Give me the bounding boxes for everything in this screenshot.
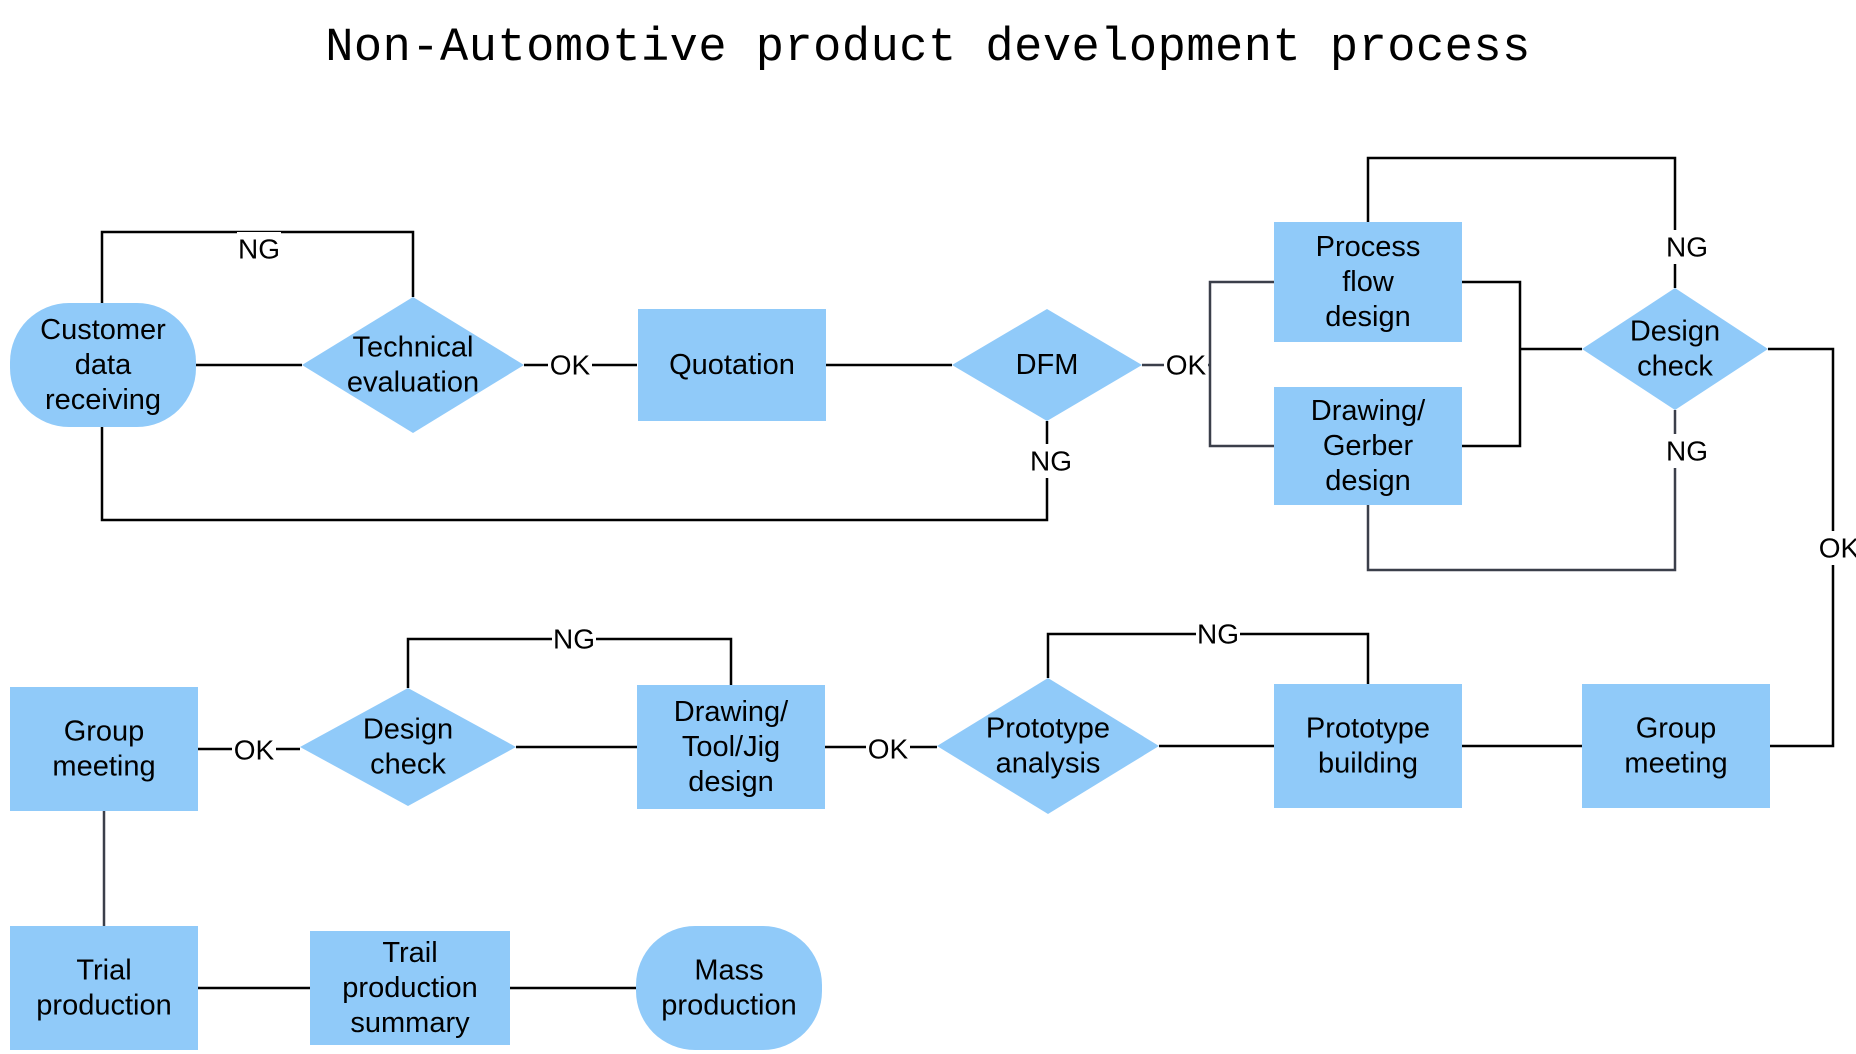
node-label-line: data bbox=[75, 349, 132, 381]
edge-label-ng: NG bbox=[238, 234, 280, 265]
process-shape bbox=[310, 931, 510, 1045]
edge-label-ok: OK bbox=[1166, 350, 1207, 381]
terminal-shape bbox=[10, 303, 196, 427]
node-label-line: design bbox=[1325, 301, 1410, 333]
node-quotation: Quotation bbox=[638, 309, 826, 421]
process-shape bbox=[638, 309, 826, 421]
node-label-line: Prototype bbox=[1306, 713, 1430, 745]
decision-shape bbox=[302, 297, 524, 433]
node-label-line: production bbox=[36, 990, 171, 1022]
node-label-line: Mass bbox=[694, 955, 763, 987]
process-shape bbox=[1582, 684, 1770, 808]
connectors bbox=[100, 156, 1835, 990]
node-label-line: Drawing/ bbox=[1311, 395, 1426, 427]
process-shape bbox=[1274, 222, 1462, 342]
process-shape bbox=[1274, 684, 1462, 808]
node-label-line: meeting bbox=[52, 751, 155, 783]
node-label-line: Prototype bbox=[986, 713, 1110, 745]
node-label-line: analysis bbox=[996, 748, 1101, 780]
edge-label-bg bbox=[1196, 617, 1240, 651]
process-shape bbox=[10, 926, 198, 1050]
connector-to-design-check-1 bbox=[1462, 280, 1582, 448]
node-label-line: production bbox=[661, 990, 796, 1022]
edge-label-bg bbox=[1665, 434, 1709, 468]
node-dfm: DFM bbox=[952, 309, 1142, 421]
edge-label-bg bbox=[866, 732, 910, 766]
node-label-line: production bbox=[342, 972, 477, 1004]
edge-label-ng: NG bbox=[1030, 446, 1072, 477]
edge-label-bg bbox=[552, 622, 596, 656]
edge-label-bg bbox=[1164, 348, 1208, 382]
node-label-line: check bbox=[1637, 351, 1713, 383]
process-shape bbox=[637, 685, 825, 809]
node-label-line: Gerber bbox=[1323, 430, 1414, 462]
connector-dfm-ok bbox=[1142, 280, 1274, 448]
edge-label-bg bbox=[237, 232, 281, 266]
node-label-line: Group bbox=[64, 716, 145, 748]
decision-shape bbox=[952, 309, 1142, 421]
edge-label-bg bbox=[232, 733, 276, 767]
edge-label-ng: NG bbox=[1666, 436, 1708, 467]
node-label-line: Tool/Jig bbox=[682, 731, 780, 763]
edge-label-bg bbox=[1817, 531, 1856, 565]
node-label-line: Group bbox=[1636, 713, 1717, 745]
node-label-line: Drawing/ bbox=[674, 696, 789, 728]
edge-label-ng: NG bbox=[1666, 232, 1708, 263]
node-label-line: Quotation bbox=[669, 349, 795, 381]
edge-label-bg bbox=[1029, 444, 1073, 478]
connector-design-check-1-ng-bottom bbox=[1366, 410, 1677, 572]
edge-label-ok: OK bbox=[868, 734, 909, 765]
node-label-line: receiving bbox=[45, 384, 161, 416]
connector-dfm-ng bbox=[100, 421, 1049, 522]
node-label-line: check bbox=[370, 749, 446, 781]
node-label-line: Trail bbox=[382, 937, 437, 969]
decision-shape bbox=[300, 688, 516, 806]
edge-label-ng: NG bbox=[1197, 619, 1239, 650]
node-label-line: building bbox=[1318, 748, 1418, 780]
connector-design-check-1-ng-top bbox=[1366, 156, 1677, 288]
node-label-line: DFM bbox=[1016, 349, 1079, 381]
process-shape bbox=[1274, 387, 1462, 505]
edge-label-bg bbox=[1665, 230, 1709, 264]
edge-label-bg bbox=[548, 348, 592, 382]
node-label-line: design bbox=[1325, 465, 1410, 497]
node-label-line: Process bbox=[1316, 231, 1421, 263]
node-label-line: Customer bbox=[40, 314, 166, 346]
node-label-line: Design bbox=[363, 714, 453, 746]
edge-label-ok: OK bbox=[234, 735, 275, 766]
node-label-line: summary bbox=[350, 1007, 470, 1039]
diagram-title: Non-Automotive product development proce… bbox=[325, 22, 1531, 75]
node-label-line: Design bbox=[1630, 316, 1720, 348]
edge-label-ok: OK bbox=[550, 350, 591, 381]
node-label-line: evaluation bbox=[347, 367, 479, 399]
terminal-shape bbox=[636, 926, 822, 1050]
node-label-line: meeting bbox=[1624, 748, 1727, 780]
edge-label-ng: NG bbox=[553, 624, 595, 655]
process-shape bbox=[10, 687, 198, 811]
node-label-line: Trial bbox=[76, 955, 131, 987]
node-label-line: design bbox=[688, 766, 773, 798]
node-label-line: flow bbox=[1342, 266, 1395, 298]
edge-labels: NG OK NG OK NG NG OK NG OK NG OK bbox=[232, 230, 1856, 767]
node-label-line: Technical bbox=[353, 332, 474, 364]
edge-label-ok: OK bbox=[1819, 533, 1856, 564]
decision-shape bbox=[937, 678, 1159, 814]
decision-shape bbox=[1582, 288, 1768, 410]
